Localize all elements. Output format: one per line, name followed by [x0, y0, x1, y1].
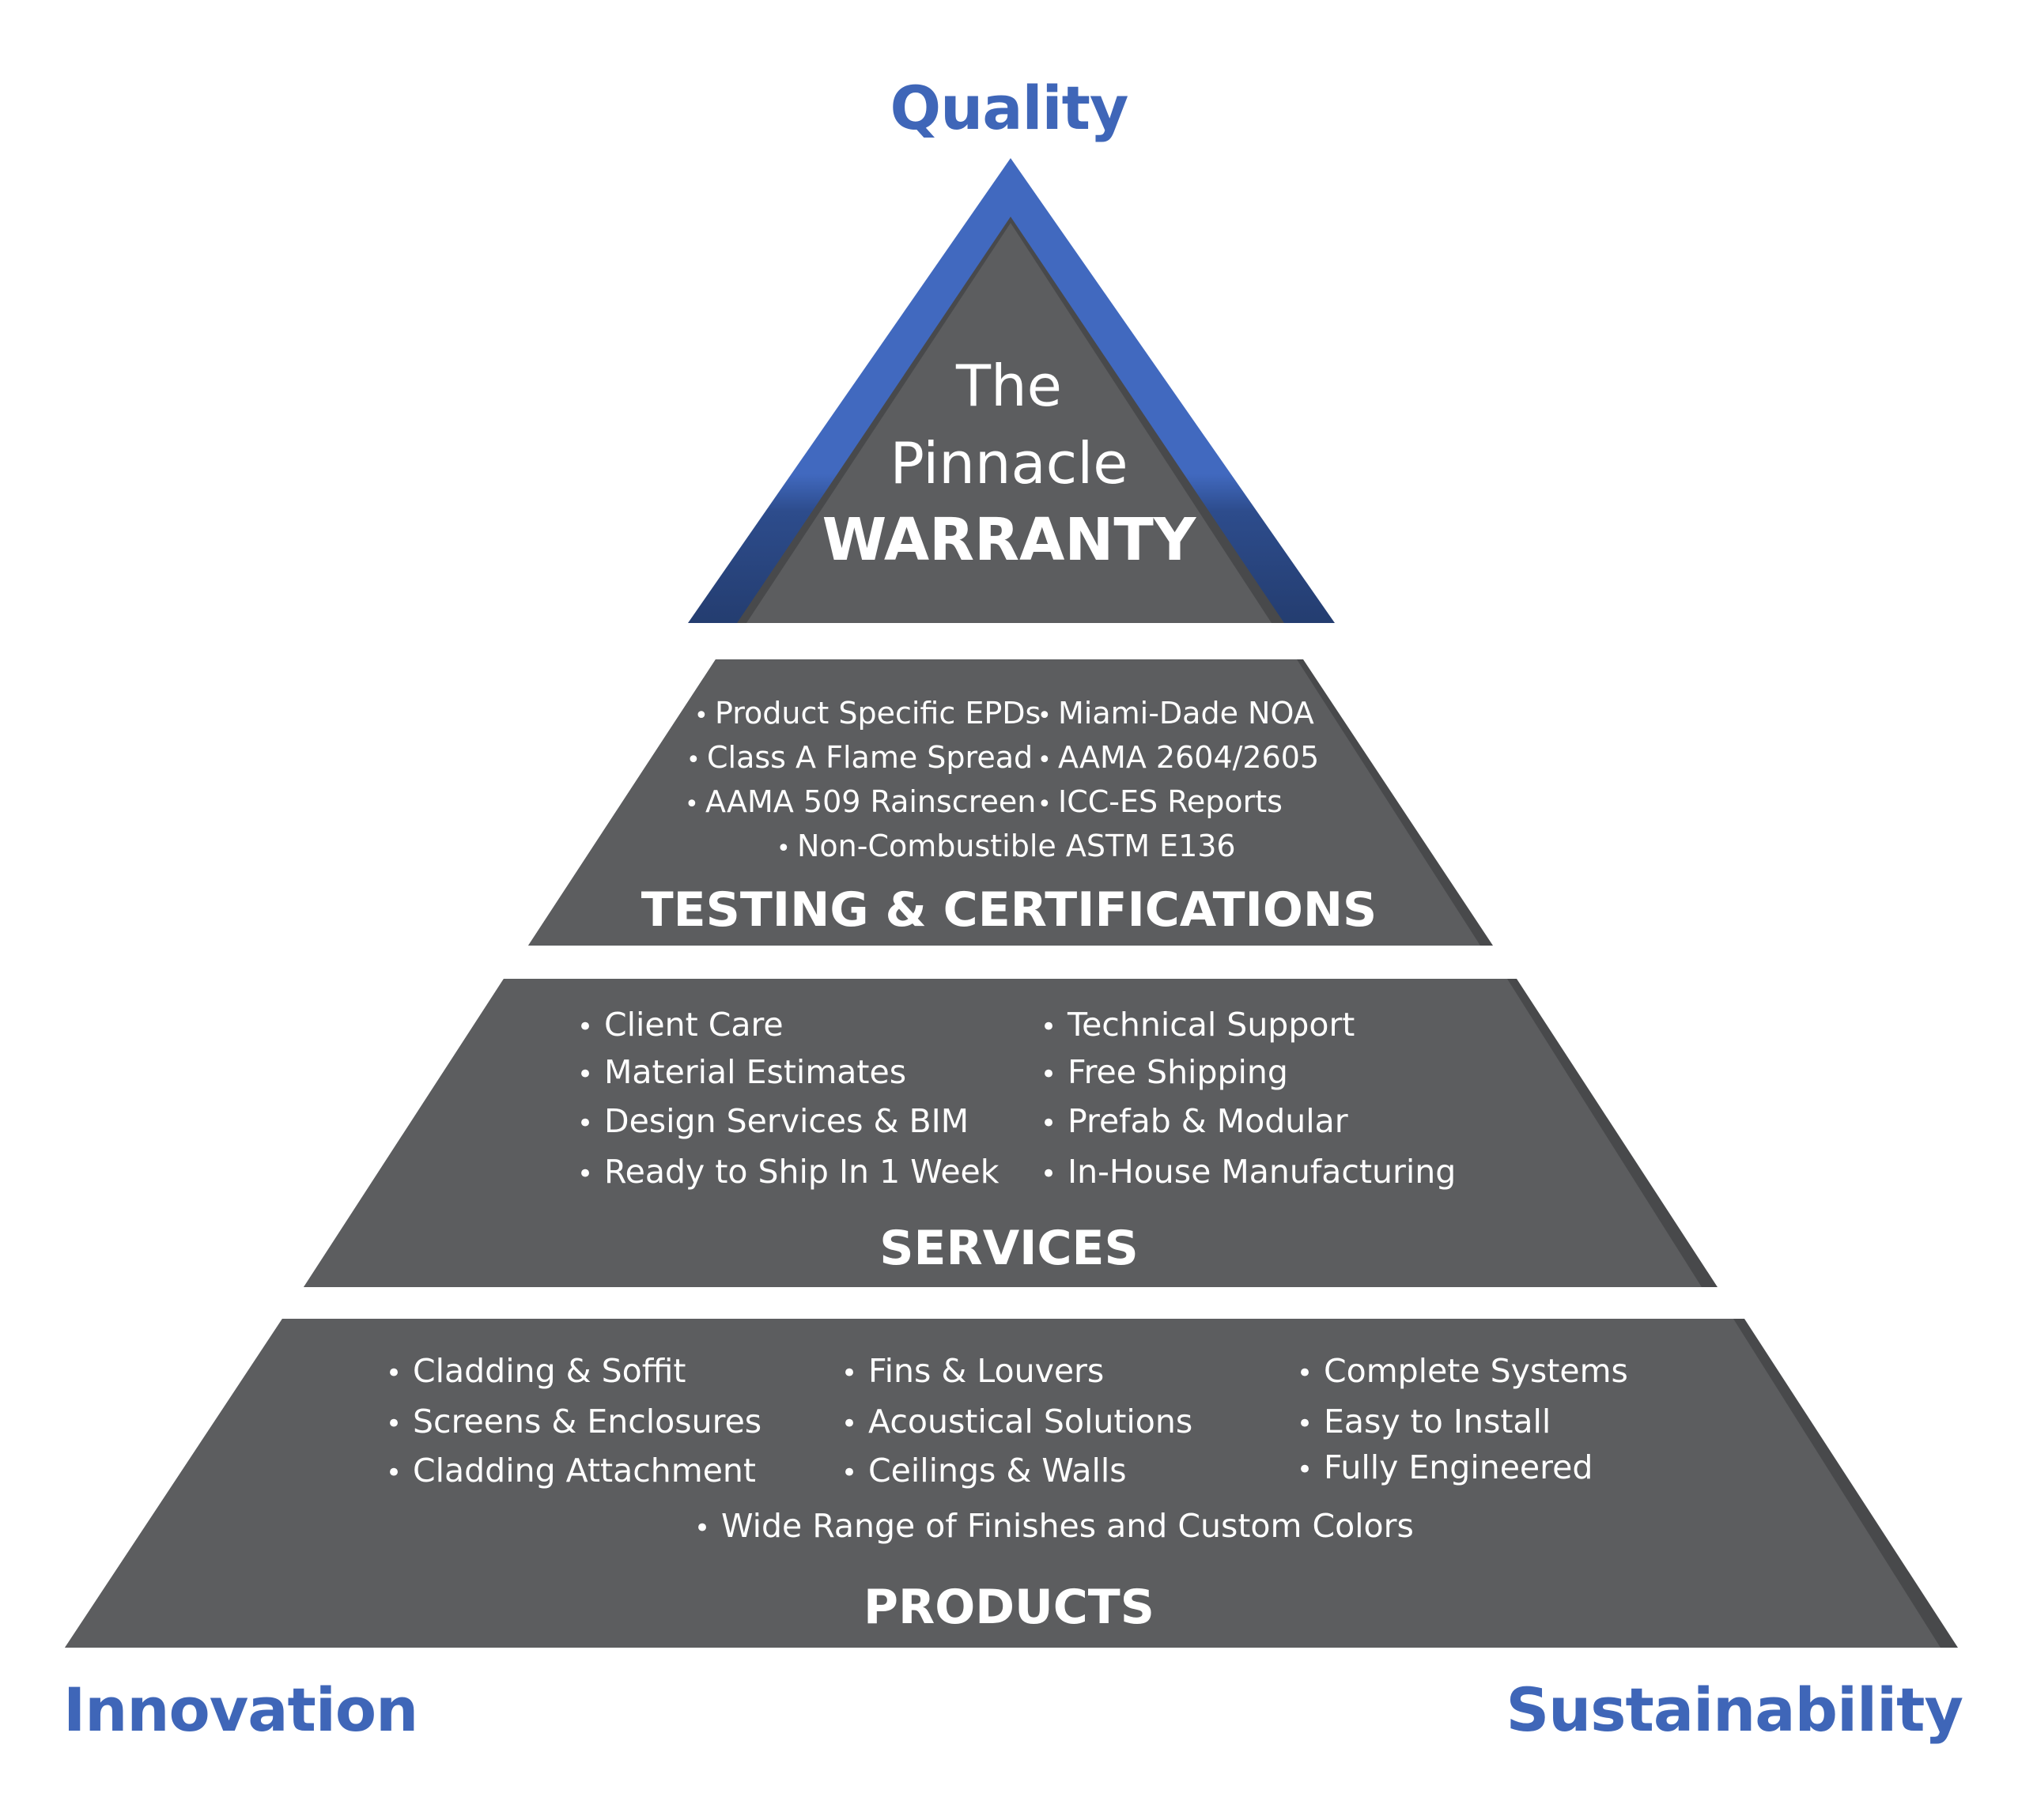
service-item: Material Estimates [577, 1053, 906, 1091]
pinnacle-inner-triangle [746, 223, 1272, 623]
service-item: In-House Manufacturing [1041, 1153, 1456, 1191]
cert-item: ICC-ES Reports [1037, 784, 1283, 819]
cert-item: Miami-Dade NOA [1037, 696, 1314, 731]
cert-item: AAMA 2604/2605 [1037, 740, 1319, 775]
product-item: Complete Systems [1297, 1352, 1628, 1390]
service-item: Client Care [577, 1006, 784, 1044]
product-item: Screens & Enclosures [386, 1403, 761, 1441]
cert-item: Non-Combustible ASTM E136 [777, 829, 1236, 863]
product-item: Wide Range of Finishes and Custom Colors [694, 1507, 1414, 1545]
products-title: PRODUCTS [864, 1580, 1154, 1635]
innovation-label: Innovation [63, 1675, 418, 1745]
product-item: Cladding Attachment [386, 1452, 756, 1490]
testing-title: TESTING & CERTIFICATIONS [641, 882, 1377, 938]
pinnacle-word: Pinnacle [890, 430, 1128, 497]
cert-item: Class A Flame Spread [686, 740, 1033, 775]
service-item: Technical Support [1041, 1006, 1355, 1044]
product-item: Acoustical Solutions [841, 1403, 1192, 1441]
product-item: Cladding & Soffit [386, 1352, 686, 1390]
quality-label: Quality [890, 73, 1129, 143]
services-title: SERVICES [879, 1221, 1139, 1276]
cert-item: Product Specific EPDs [694, 696, 1041, 731]
pinnacle-the: The [956, 353, 1062, 419]
service-item: Ready to Ship In 1 Week [577, 1153, 1000, 1191]
sustainability-label: Sustainability [1506, 1675, 1963, 1745]
service-item: Design Services & BIM [577, 1102, 969, 1140]
product-item: Easy to Install [1297, 1403, 1551, 1441]
service-item: Free Shipping [1041, 1053, 1288, 1091]
product-item: Fins & Louvers [841, 1352, 1104, 1390]
service-item: Prefab & Modular [1041, 1102, 1348, 1140]
product-item: Ceilings & Walls [841, 1452, 1127, 1490]
cert-item: AAMA 509 Rainscreen [685, 784, 1036, 819]
warranty-title: WARRANTY [822, 506, 1196, 574]
product-item: Fully Engineered [1297, 1448, 1593, 1486]
